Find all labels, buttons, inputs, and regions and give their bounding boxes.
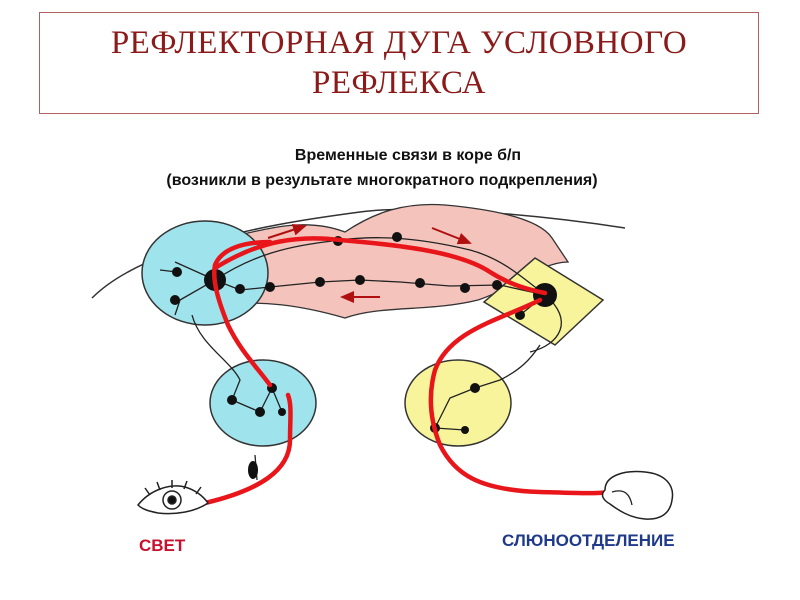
neuron-nodes xyxy=(170,232,525,434)
neuron-node xyxy=(235,284,245,294)
neuron-node xyxy=(392,232,402,242)
eye-icon xyxy=(136,480,210,515)
neuron-node xyxy=(265,282,275,292)
neuron-node xyxy=(460,283,470,293)
title-line-2: РЕФЛЕКСА xyxy=(311,65,487,101)
neuron-node xyxy=(415,278,425,288)
neuron-node xyxy=(492,280,502,290)
temporal-connection xyxy=(212,236,548,296)
reflex-pathway xyxy=(202,236,613,506)
subtitle-line-1: Временные связи в коре б/п xyxy=(294,147,522,164)
title-box: РЕФЛЕКТОРНАЯ ДУГА УСЛОВНОГО РЕФЛЕКСА xyxy=(39,12,759,114)
neuron-node xyxy=(461,426,469,434)
neuron-node xyxy=(170,295,180,305)
subtitle-line-2: (возникли в результате многократного под… xyxy=(166,172,598,189)
ascending-path xyxy=(212,239,273,388)
visual-cortex-center xyxy=(141,220,269,326)
salivary-subcortical-center xyxy=(404,359,512,447)
neuron-node xyxy=(227,395,237,405)
salivary-gland-icon xyxy=(601,470,674,520)
neuron-node xyxy=(255,407,265,417)
cortex-direction-arrows xyxy=(267,223,472,303)
neuron-node xyxy=(470,383,480,393)
response-label: СЛЮНООТДЕЛЕНИЕ xyxy=(502,531,675,550)
afferent-path xyxy=(202,392,293,506)
neuron-node xyxy=(315,277,325,287)
title-line-1: РЕФЛЕКТОРНАЯ ДУГА УСЛОВНОГО xyxy=(110,25,688,61)
neuron-node xyxy=(172,267,182,277)
arrow-right-upper-left xyxy=(267,223,307,239)
descending-path xyxy=(428,297,613,496)
stimulus-label: СВЕТ xyxy=(139,536,186,555)
neuron-node xyxy=(278,408,286,416)
nerve-dot xyxy=(248,461,258,479)
neuron-node xyxy=(355,275,365,285)
arrow-right-upper-right xyxy=(431,227,472,245)
